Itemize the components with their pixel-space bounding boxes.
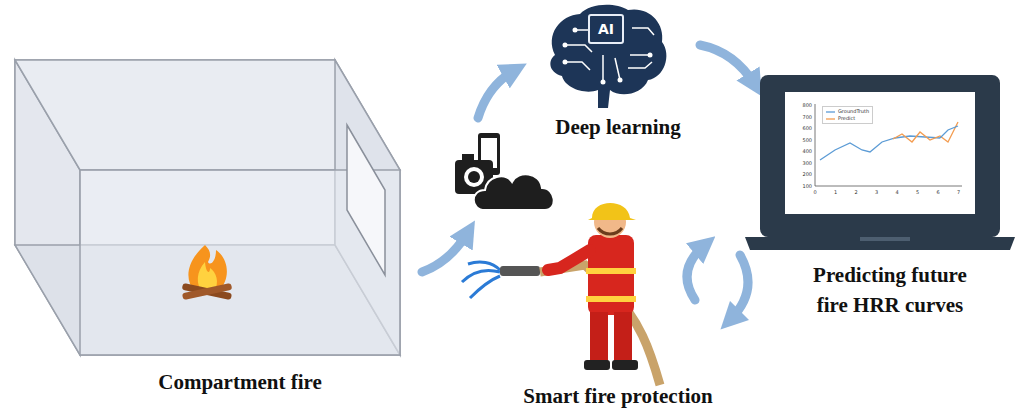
x-tick-label: 3	[875, 189, 878, 195]
y-tick-label: 300	[802, 160, 812, 166]
x-tick-label: 1	[834, 189, 837, 195]
firefighter-figure	[462, 203, 660, 385]
legend-line-sample	[826, 116, 836, 122]
y-tick-label: 500	[802, 137, 812, 143]
y-tick-label: 400	[802, 148, 812, 154]
y-tick-label: 800	[802, 102, 812, 108]
ai-chip: AI	[588, 14, 624, 44]
laptop-icon	[745, 75, 1015, 250]
x-tick-label: 6	[936, 189, 939, 195]
fire-icon	[182, 245, 233, 300]
y-tick-label: 700	[802, 114, 812, 120]
hrr-chart	[815, 104, 962, 186]
legend-line-sample	[826, 109, 836, 115]
chart-legend: GroundTruthPredict	[822, 106, 873, 124]
y-tick-label: 200	[802, 171, 812, 177]
caption-smart-protection: Smart fire protection	[488, 381, 748, 411]
caption-prediction: Predicting future fire HRR curves	[798, 260, 983, 320]
caption-compartment: Compartment fire	[110, 367, 370, 397]
compartment-box	[15, 60, 400, 355]
caption-deep-learning: Deep learning	[518, 112, 718, 142]
camera-phone-cloud-icon	[455, 133, 554, 210]
y-tick-label: 100	[802, 183, 812, 189]
x-tick-label: 7	[957, 189, 960, 195]
brain-icon	[550, 5, 666, 108]
legend-row: Predict	[826, 115, 869, 122]
x-tick-label: 2	[854, 189, 857, 195]
x-tick-label: 0	[813, 189, 816, 195]
legend-row: GroundTruth	[826, 108, 869, 115]
chip-text: AI	[598, 21, 614, 37]
y-tick-label: 600	[802, 125, 812, 131]
x-tick-label: 4	[895, 189, 898, 195]
x-tick-label: 5	[916, 189, 919, 195]
legend-text: GroundTruth	[838, 108, 869, 115]
legend-text: Predict	[838, 115, 855, 122]
